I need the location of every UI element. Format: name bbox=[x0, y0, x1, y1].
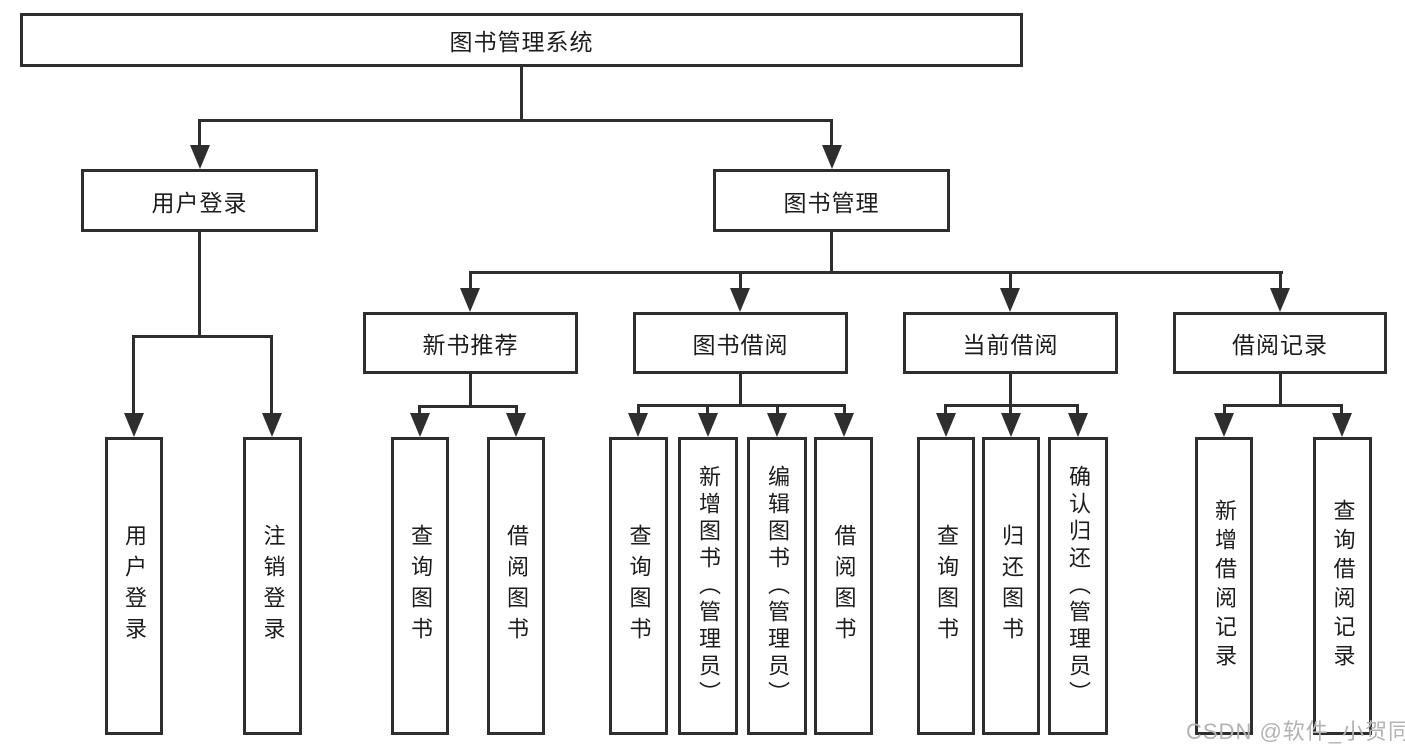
node-book-management: 图书管理 bbox=[713, 169, 950, 232]
leaf-recommend-query-books: 查询图书 bbox=[391, 437, 449, 735]
connector-line bbox=[830, 119, 833, 147]
arrow-down-icon bbox=[698, 413, 718, 437]
leaf-current-return-books: 归还图书 bbox=[982, 437, 1040, 735]
arrow-down-icon bbox=[1270, 288, 1290, 312]
arrow-down-icon bbox=[1214, 413, 1234, 437]
arrow-down-icon bbox=[460, 288, 480, 312]
connector-line bbox=[830, 232, 833, 273]
connector-line bbox=[1223, 404, 1343, 407]
connector-line bbox=[1223, 404, 1226, 416]
connector-line bbox=[198, 119, 832, 122]
arrow-down-icon bbox=[190, 145, 210, 169]
arrow-down-icon bbox=[410, 413, 430, 437]
leaf-borrowing-query-books: 查询图书 bbox=[609, 437, 668, 735]
connector-line bbox=[843, 404, 846, 416]
leaf-recommend-borrow-books: 借阅图书 bbox=[487, 437, 545, 735]
connector-line bbox=[132, 335, 273, 338]
connector-line bbox=[469, 271, 1283, 274]
connector-line bbox=[520, 67, 523, 120]
connector-line bbox=[198, 119, 201, 147]
connector-line bbox=[418, 405, 421, 416]
arrow-down-icon bbox=[767, 413, 787, 437]
connector-line bbox=[776, 404, 779, 416]
connector-line bbox=[132, 335, 135, 416]
connector-line bbox=[637, 404, 846, 407]
leaf-borrowing-add-books: 新增图书（管理员） bbox=[678, 437, 738, 735]
leaf-logout: 注销登录 bbox=[243, 437, 302, 735]
arrow-down-icon bbox=[1001, 413, 1021, 437]
connector-line bbox=[1009, 374, 1012, 407]
connector-line bbox=[469, 271, 472, 290]
arrow-down-icon bbox=[936, 413, 956, 437]
arrow-down-icon bbox=[1000, 288, 1020, 312]
leaf-current-confirm-return: 确认归还（管理员） bbox=[1048, 437, 1108, 735]
leaf-borrowing-borrow-books: 借阅图书 bbox=[814, 437, 873, 735]
connector-line bbox=[1279, 374, 1282, 407]
connector-line bbox=[515, 405, 518, 416]
arrow-down-icon bbox=[834, 413, 854, 437]
leaf-current-query-books: 查询图书 bbox=[917, 437, 975, 735]
connector-line bbox=[1279, 271, 1282, 290]
arrow-down-icon bbox=[1332, 413, 1352, 437]
arrow-down-icon bbox=[262, 413, 282, 437]
arrow-down-icon bbox=[730, 288, 750, 312]
connector-line bbox=[1076, 404, 1079, 416]
csdn-watermark: CSDN @软件_小贺同学 bbox=[1186, 719, 1405, 744]
leaf-records-add-record: 新增借阅记录 bbox=[1195, 437, 1253, 735]
leaf-user-login: 用户登录 bbox=[105, 437, 163, 735]
connector-line bbox=[1340, 404, 1343, 416]
connector-line bbox=[270, 335, 273, 416]
connector-line bbox=[706, 404, 709, 416]
node-borrowing-records: 借阅记录 bbox=[1173, 312, 1387, 374]
connector-line bbox=[944, 404, 947, 416]
connector-line bbox=[1009, 404, 1012, 416]
connector-line bbox=[739, 271, 742, 290]
arrow-down-icon bbox=[124, 413, 144, 437]
connector-line bbox=[739, 374, 742, 407]
leaf-records-query-record: 查询借阅记录 bbox=[1313, 437, 1372, 735]
connector-line bbox=[418, 405, 518, 408]
node-user-login: 用户登录 bbox=[81, 169, 318, 232]
connector-line bbox=[637, 404, 640, 416]
node-current-borrowing: 当前借阅 bbox=[903, 312, 1118, 374]
arrow-down-icon bbox=[506, 413, 526, 437]
arrow-down-icon bbox=[822, 145, 842, 169]
connector-line bbox=[469, 374, 472, 408]
node-book-borrowing: 图书借阅 bbox=[633, 312, 848, 374]
connector-line bbox=[1009, 271, 1012, 290]
leaf-borrowing-edit-books: 编辑图书（管理员） bbox=[747, 437, 807, 735]
node-new-book-recommend: 新书推荐 bbox=[363, 312, 578, 374]
connector-line bbox=[198, 232, 201, 338]
arrow-down-icon bbox=[1068, 413, 1088, 437]
arrow-down-icon bbox=[628, 413, 648, 437]
node-library-system: 图书管理系统 bbox=[20, 13, 1023, 67]
